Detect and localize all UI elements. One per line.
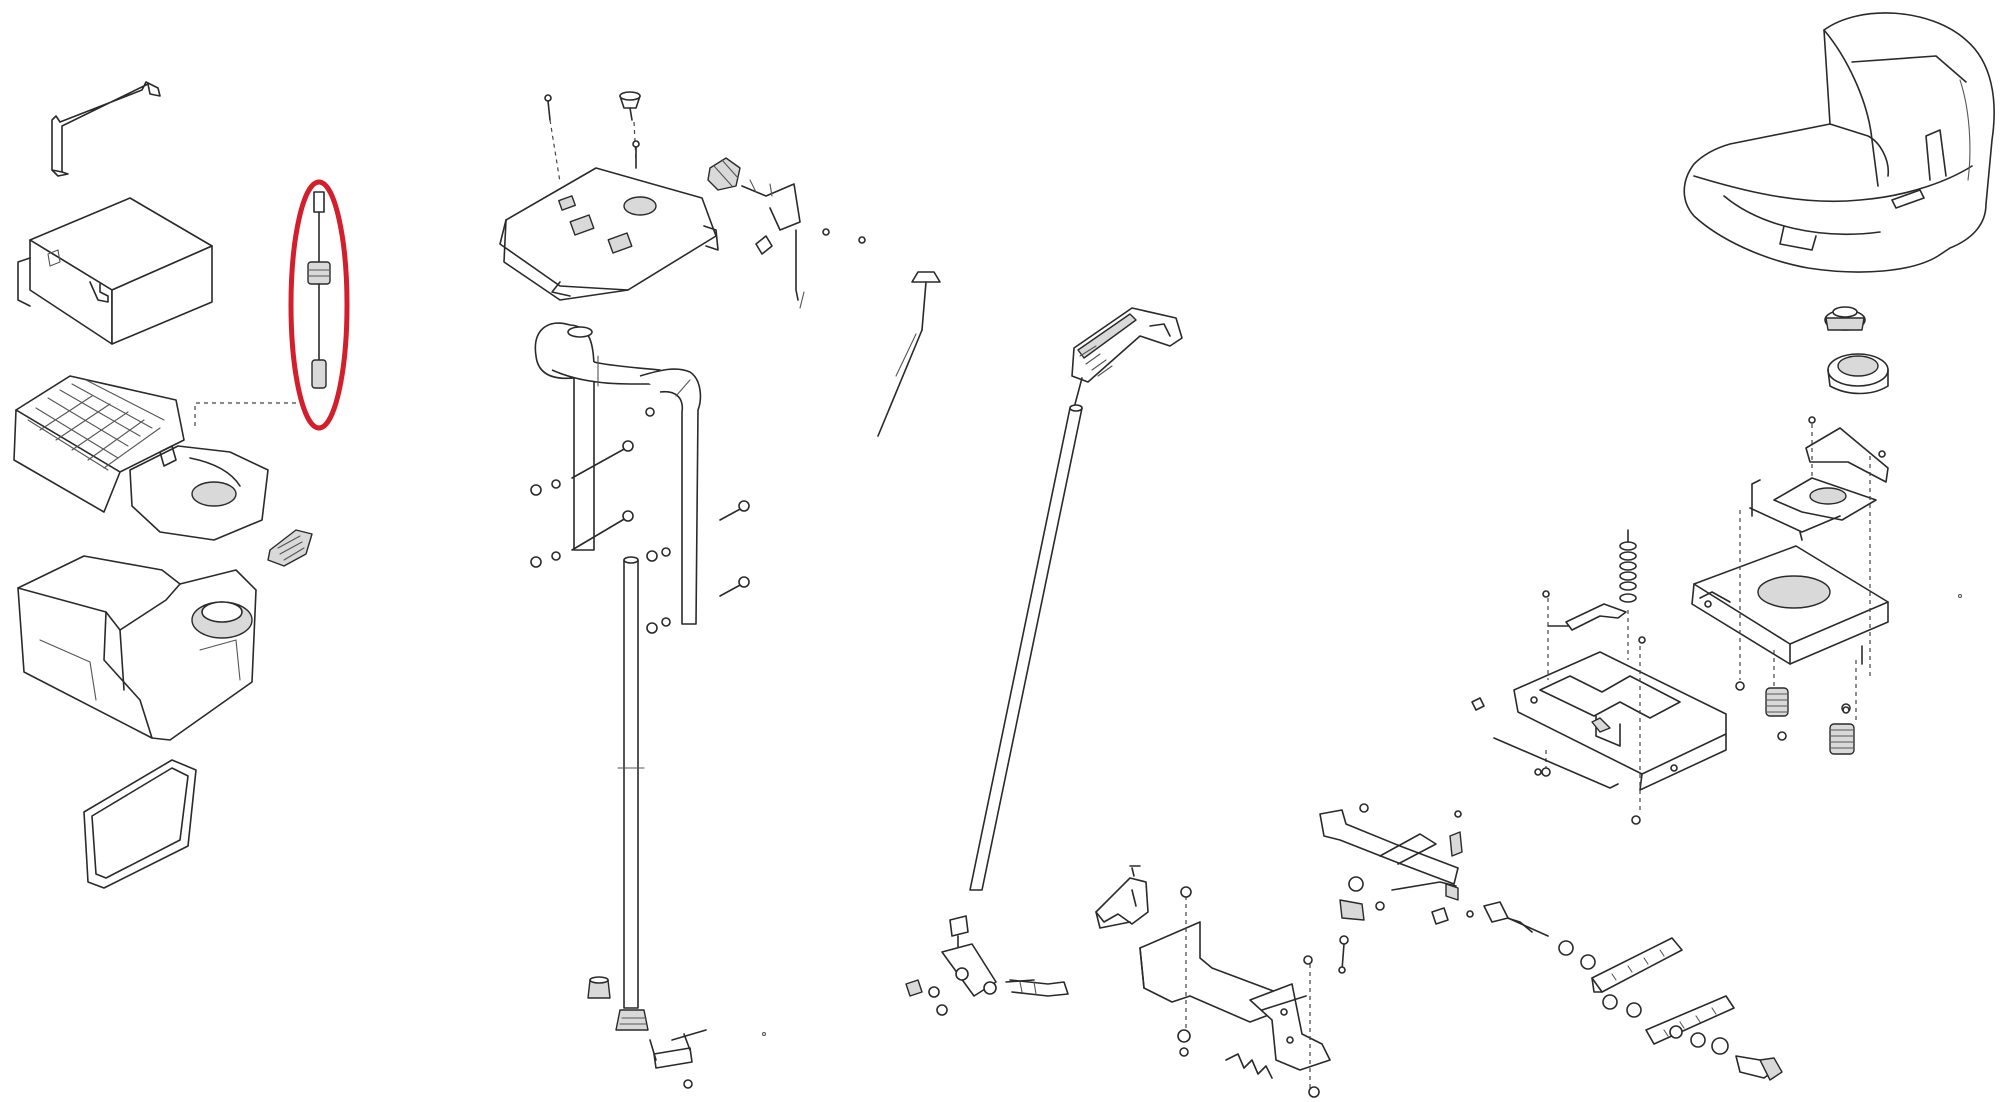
battery-tray-part[interactable] <box>13 375 269 541</box>
washer-part-3[interactable] <box>1177 1029 1191 1043</box>
seat-part[interactable] <box>1683 12 1995 273</box>
nut-part-6[interactable] <box>1179 1047 1189 1057</box>
seat-mount-bracket-part[interactable] <box>1749 416 1889 541</box>
seat-plate-part[interactable] <box>1691 545 1889 665</box>
seat-group <box>1683 12 1995 755</box>
nut-part[interactable] <box>587 976 611 999</box>
bolt-head-part-2[interactable] <box>1303 955 1313 965</box>
lever-rod-part[interactable] <box>969 377 1083 891</box>
washer-part-2[interactable] <box>1842 706 1850 714</box>
steering-shaft-part[interactable] <box>615 556 649 1031</box>
pan-clip-part[interactable] <box>1547 603 1627 631</box>
seat-spring-cup-part[interactable] <box>1824 306 1889 395</box>
pan-rod-part[interactable] <box>1493 737 1619 789</box>
handle-fasteners[interactable] <box>530 407 750 634</box>
fuel-tank-part[interactable] <box>17 555 257 741</box>
console-plate-part[interactable] <box>499 167 719 301</box>
leader-line <box>194 402 296 428</box>
fuel-line-filter-assembly[interactable] <box>288 179 350 431</box>
pan-spring-part[interactable] <box>1471 697 1485 711</box>
linkage-spring-part[interactable] <box>1225 1053 1273 1079</box>
fuel-tank-group <box>13 81 350 889</box>
link-plate-part-2[interactable] <box>1645 995 1735 1045</box>
bolt-head-part[interactable] <box>1180 886 1192 898</box>
washer-part-5[interactable] <box>1580 954 1596 970</box>
pedal-arm-part[interactable] <box>1319 803 1463 921</box>
bolt-part-2[interactable] <box>632 140 640 169</box>
bushing-part[interactable] <box>619 91 641 161</box>
cable-part[interactable] <box>877 271 941 437</box>
linkage-bracket-part[interactable] <box>1139 921 1331 1071</box>
nut-part-2[interactable] <box>1542 590 1550 598</box>
control-handle-part[interactable] <box>1071 307 1183 383</box>
washer-part-4[interactable] <box>1558 940 1574 956</box>
highlight-ellipse <box>288 179 350 431</box>
nut-part-5[interactable] <box>1631 815 1641 825</box>
seat-spring-part[interactable] <box>1765 687 1855 755</box>
hook-bracket-part[interactable] <box>1095 865 1149 929</box>
steering-column-group <box>499 91 941 1089</box>
battery-cover-part[interactable] <box>17 197 213 345</box>
nut-part-4[interactable] <box>1541 767 1551 777</box>
nut-part-7[interactable] <box>1308 1086 1320 1098</box>
washer-part[interactable] <box>1735 681 1745 691</box>
washer-part-9[interactable] <box>1690 1032 1706 1048</box>
washer-part-7[interactable] <box>1626 1002 1642 1018</box>
control-lever-group <box>905 307 1183 1016</box>
connector-part[interactable] <box>267 529 313 567</box>
washer-part-6[interactable] <box>1602 994 1618 1010</box>
linkage-group <box>761 593 1963 1098</box>
link-plate-part[interactable] <box>1591 937 1683 993</box>
pan-stack-part[interactable] <box>1619 529 1637 603</box>
washer-part-8[interactable] <box>1669 1025 1683 1039</box>
speck-mark-2 <box>761 1031 767 1037</box>
nut-part-3[interactable] <box>1638 636 1646 644</box>
pedal-link-part[interactable] <box>1338 901 1549 974</box>
bolt-part[interactable] <box>544 94 561 183</box>
bracket-part[interactable] <box>649 1029 707 1089</box>
throttle-lever-part[interactable] <box>707 157 866 309</box>
gasket-part[interactable] <box>83 759 197 889</box>
steering-handle-part[interactable] <box>534 322 702 625</box>
lever-pivot-part[interactable] <box>905 915 1069 1016</box>
speck-mark <box>1957 593 1963 599</box>
pan-washer-part[interactable] <box>1534 768 1542 776</box>
seat-pan-group <box>1471 529 1727 825</box>
seat-pan-bracket-part[interactable] <box>1513 651 1727 791</box>
l-rod-part[interactable] <box>51 81 161 177</box>
pin-part[interactable] <box>1735 1055 1783 1081</box>
washer-part-10[interactable] <box>1711 1037 1729 1055</box>
